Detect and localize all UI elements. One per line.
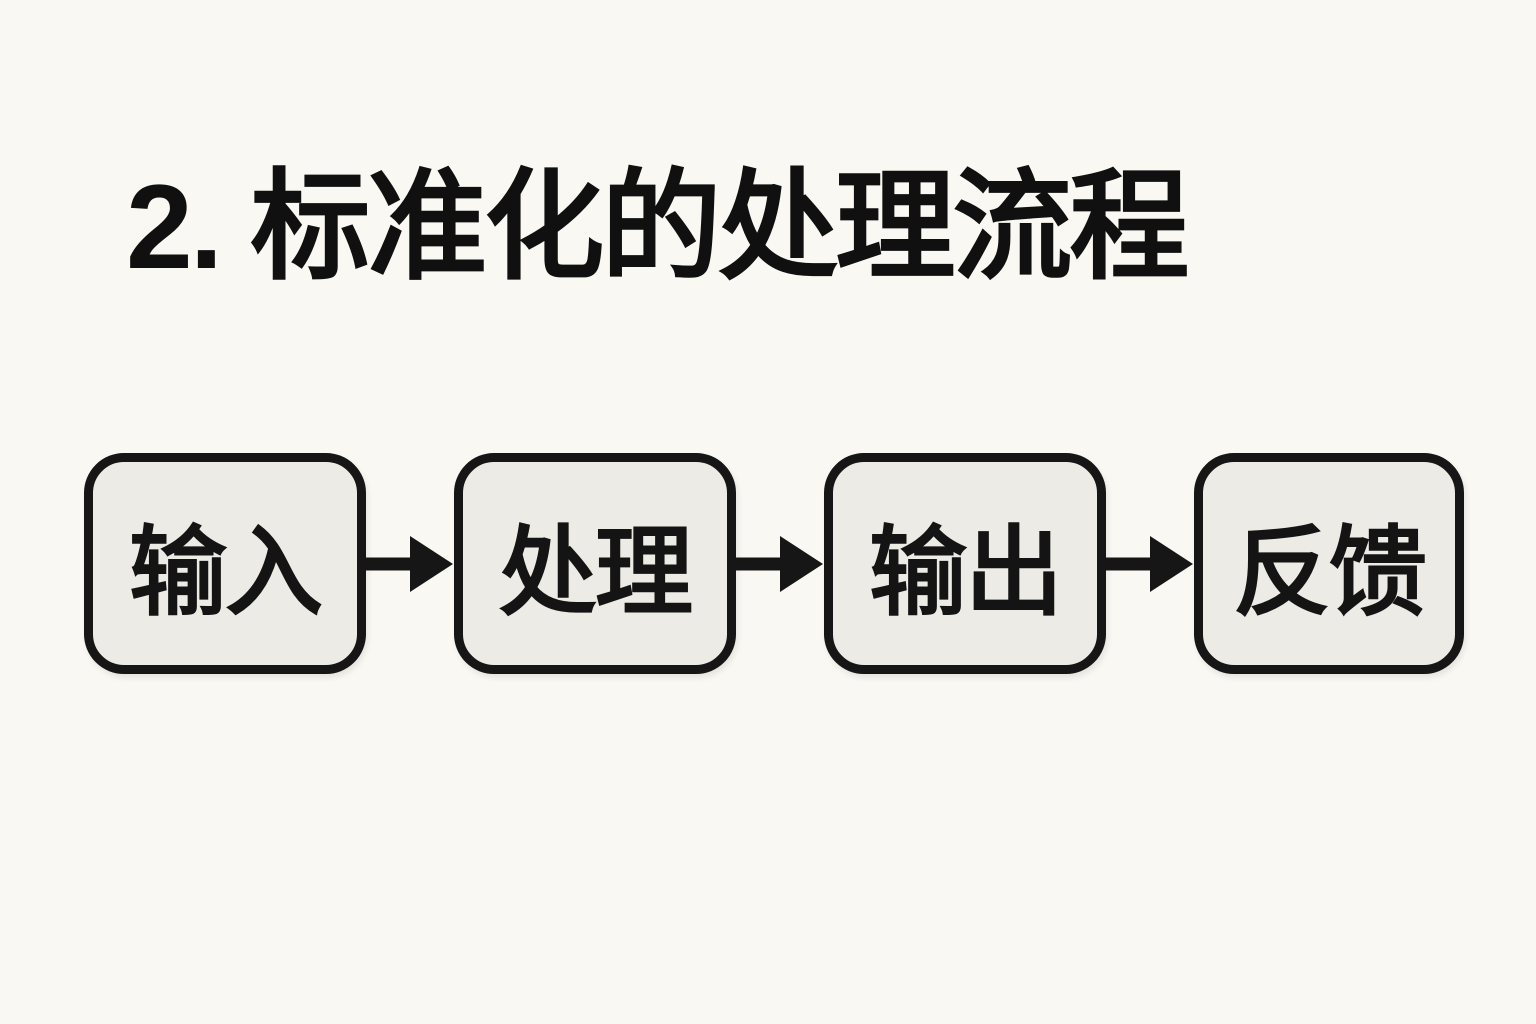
flow-node-feedback: 反馈 bbox=[1194, 453, 1464, 674]
flow-node-feedback-label: 反馈 bbox=[1232, 516, 1427, 627]
arrow-right-icon bbox=[1106, 535, 1193, 592]
arrow-right-icon bbox=[366, 535, 453, 592]
flow-node-output: 输出 bbox=[824, 453, 1106, 674]
flow-node-input-label: 输入 bbox=[128, 516, 323, 627]
flow-node-process: 处理 bbox=[454, 453, 736, 674]
arrow-right-icon bbox=[736, 535, 823, 592]
page-title: 2. 标准化的处理流程 bbox=[126, 160, 1189, 295]
flow-node-output-label: 输出 bbox=[868, 516, 1063, 627]
flow-node-input: 输入 bbox=[84, 453, 366, 674]
process-flow-diagram: 输入 处理 输出 反馈 bbox=[84, 453, 1464, 674]
flow-node-process-label: 处理 bbox=[498, 516, 693, 627]
